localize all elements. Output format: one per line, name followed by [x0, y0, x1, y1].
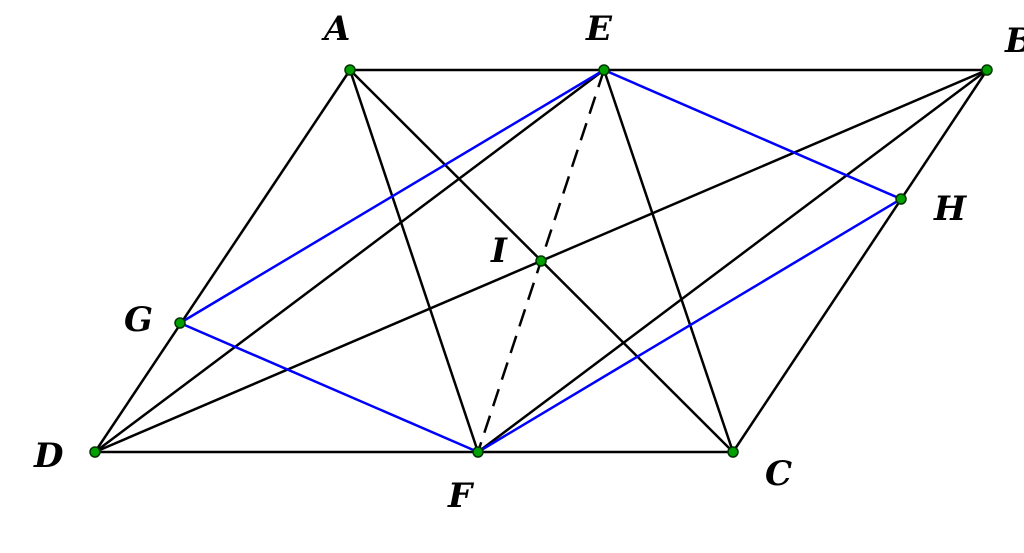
- point-F: [472, 446, 484, 458]
- point-H: [895, 193, 907, 205]
- point-label-B: B: [1004, 21, 1024, 61]
- blue-segment-HE: [603, 68, 902, 201]
- point-label-G: G: [124, 300, 153, 340]
- point-E: [598, 64, 610, 76]
- blue-segment-FH: [477, 197, 902, 454]
- point-label-D: D: [33, 436, 64, 476]
- segment-ED: [94, 69, 605, 453]
- point-label-A: A: [321, 9, 350, 49]
- segment-EC: [602, 69, 735, 453]
- point-I: [535, 255, 547, 267]
- blue-segments: [179, 68, 902, 454]
- point-label-C: C: [765, 454, 792, 494]
- point-labels: A E B H I G D F C: [33, 9, 1024, 516]
- segment-AD: [93, 69, 352, 453]
- point-B: [981, 64, 993, 76]
- points: [89, 64, 993, 458]
- point-G: [174, 317, 186, 329]
- point-label-H: H: [933, 189, 968, 229]
- segment-BF: [477, 69, 988, 453]
- blue-segment-GF: [179, 321, 479, 454]
- point-label-F: F: [447, 476, 475, 516]
- segment-BC: [731, 69, 989, 453]
- point-A: [344, 64, 356, 76]
- point-label-I: I: [490, 231, 508, 271]
- blue-segment-EG: [179, 68, 605, 325]
- point-D: [89, 446, 101, 458]
- point-C: [727, 446, 739, 458]
- point-label-E: E: [585, 9, 613, 49]
- segment-AF: [348, 69, 480, 453]
